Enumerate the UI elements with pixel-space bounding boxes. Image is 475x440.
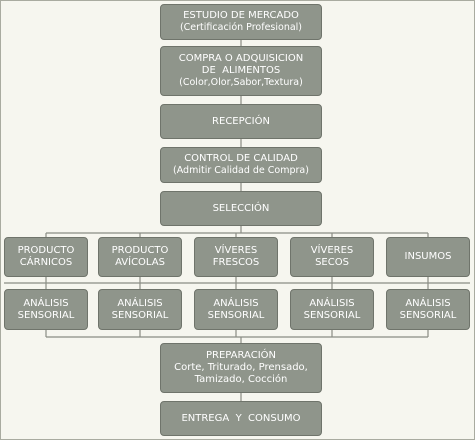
seleccion-label: SELECCIÓN: [212, 202, 270, 214]
analisis-line-2: SENSORIAL: [303, 309, 361, 321]
analisis-line-2: SENSORIAL: [111, 309, 169, 321]
analisis-sensorial-box: ANÁLISIS SENSORIAL: [194, 289, 278, 330]
compra-adquisicion-box: COMPRA O ADQUISICION DE ALIMENTOS (Color…: [160, 46, 322, 96]
preparacion-line-1: PREPARACIÓN: [205, 350, 277, 361]
category-insumos-box: INSUMOS: [386, 237, 470, 277]
compra-line-3: (Color,Olor,Sabor,Textura): [179, 77, 303, 88]
category-productos-carnicos-box: PRODUCTO CÁRNICOS: [4, 237, 88, 277]
recepcion-box: RECEPCIÓN: [160, 104, 322, 139]
analisis-line-1: ANÁLISIS: [213, 297, 259, 309]
analisis-line-2: SENSORIAL: [207, 309, 265, 321]
analisis-sensorial-box: ANÁLISIS SENSORIAL: [4, 289, 88, 330]
category-line-2: CÁRNICOS: [19, 257, 73, 268]
category-line-1: VÍVERES: [214, 245, 258, 256]
seleccion-box: SELECCIÓN: [160, 191, 322, 226]
analisis-sensorial-box: ANÁLISIS SENSORIAL: [290, 289, 374, 330]
analisis-sensorial-box: ANÁLISIS SENSORIAL: [386, 289, 470, 330]
recepcion-label: RECEPCIÓN: [212, 115, 270, 127]
preparacion-line-2: Corte, Triturado, Prensado,: [174, 362, 308, 373]
control-line-2: (Admitir Calidad de Compra): [173, 165, 309, 176]
category-line-1: VÍVERES: [310, 245, 354, 256]
category-line-2: AVÍCOLAS: [115, 257, 165, 268]
entrega-label: ENTREGA Y CONSUMO: [181, 412, 301, 424]
preparacion-line-3: Tamizado, Cocción: [194, 374, 288, 385]
entrega-y-consumo-box: ENTREGA Y CONSUMO: [160, 401, 322, 436]
category-productos-avicolas-box: PRODUCTO AVÍCOLAS: [98, 237, 182, 277]
category-line-1: PRODUCTO: [17, 245, 75, 256]
estudio-line-1: ESTUDIO DE MERCADO: [183, 10, 299, 21]
estudio-line-2: (Certificación Profesional): [179, 22, 303, 33]
analisis-line-2: SENSORIAL: [17, 309, 75, 321]
compra-line-2: DE ALIMENTOS: [201, 65, 281, 76]
preparacion-box: PREPARACIÓN Corte, Triturado, Prensado, …: [160, 343, 322, 393]
analisis-line-1: ANÁLISIS: [23, 297, 69, 309]
analisis-line-1: ANÁLISIS: [309, 297, 355, 309]
analisis-line-1: ANÁLISIS: [117, 297, 163, 309]
analisis-line-2: SENSORIAL: [399, 309, 457, 321]
category-line-2: SECOS: [315, 257, 349, 268]
category-viveres-secos-box: VÍVERES SECOS: [290, 237, 374, 277]
control-line-1: CONTROL DE CALIDAD: [184, 153, 298, 164]
category-line-2: FRESCOS: [212, 257, 260, 268]
control-de-calidad-box: CONTROL DE CALIDAD (Admitir Calidad de C…: [160, 147, 322, 183]
category-viveres-frescos-box: VÍVERES FRESCOS: [194, 237, 278, 277]
category-line-1: PRODUCTO: [111, 245, 169, 256]
category-line-1: INSUMOS: [404, 251, 452, 262]
analisis-line-1: ANÁLISIS: [405, 297, 451, 309]
analisis-sensorial-box: ANÁLISIS SENSORIAL: [98, 289, 182, 330]
compra-line-1: COMPRA O ADQUISICION: [178, 53, 304, 64]
estudio-de-mercado-box: ESTUDIO DE MERCADO (Certificación Profes…: [160, 4, 322, 40]
